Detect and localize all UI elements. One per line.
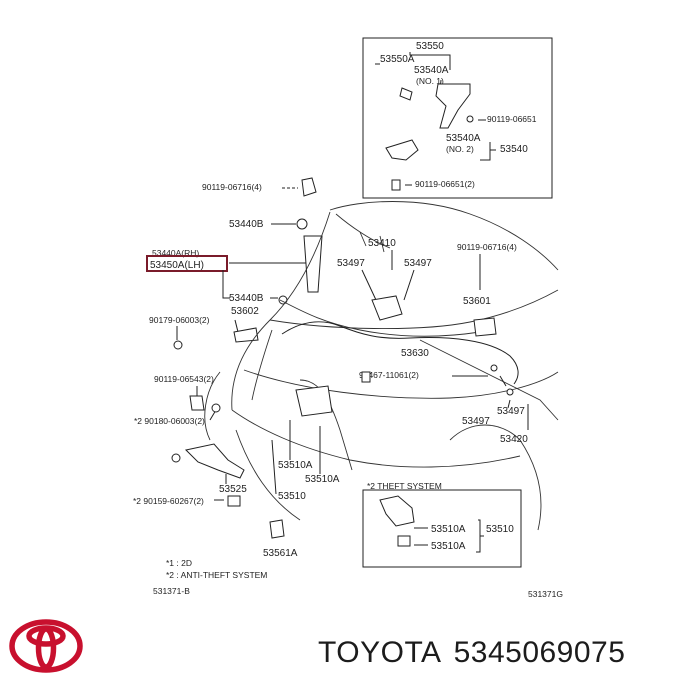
callout-label: 53525 <box>219 484 247 495</box>
brand-make: TOYOTA <box>318 636 442 669</box>
inset-label: 53510 <box>486 524 514 535</box>
inset-title: *2 THEFT SYSTEM <box>367 481 442 491</box>
inset-label: (NO. 2) <box>446 144 474 154</box>
diagram-code: 531371-B <box>153 586 190 596</box>
callout-label: 53440B <box>229 219 264 230</box>
inset-label: 90119-06651 <box>487 114 537 124</box>
callout-label: 53510 <box>278 491 306 502</box>
inset-label: 53540A <box>446 133 481 144</box>
inset-label: 90119-06651(2) <box>415 179 475 189</box>
callout-label: 53497 <box>462 416 490 427</box>
left-callouts: 90119-06716(4) 53440B 53440A(RH) 53450A(… <box>133 177 323 559</box>
inset-hood-lock-detail: 53550 53550A 53540A (NO. 1) 90119-06651 … <box>362 37 553 199</box>
callout-label: 53510A <box>278 460 313 471</box>
inset-label: 53510A <box>431 524 466 535</box>
callout-label: *2 90159-60267(2) <box>133 496 204 506</box>
inset-label: (NO. 1) <box>416 76 444 86</box>
callout-label: 90119-06543(2) <box>154 374 214 384</box>
toyota-logo <box>9 619 83 673</box>
note-line: *2 : ANTI-THEFT SYSTEM <box>166 570 267 580</box>
callout-label: 53497 <box>497 406 525 417</box>
callout-label: 53601 <box>463 296 491 307</box>
inset-label: 53540 <box>500 144 528 155</box>
right-callouts: 53410 53497 53497 90119-06716(4) 53601 5… <box>271 238 529 502</box>
callout-label: 90467-11061(2) <box>359 370 419 380</box>
inset-label: 53540A <box>414 65 449 76</box>
diagram-notes: *1 : 2D *2 : ANTI-THEFT SYSTEM 531371-B … <box>153 558 563 599</box>
callout-label: 53497 <box>404 258 432 269</box>
callout-label: 90119-06716(4) <box>202 182 262 192</box>
callout-label: 53420 <box>500 434 528 445</box>
inset-label: 53550 <box>416 41 444 52</box>
note-line: *1 : 2D <box>166 558 192 568</box>
callout-label: 90179-06003(2) <box>149 315 210 325</box>
callout-label: 90119-06716(4) <box>457 242 517 252</box>
callout-label: 53561A <box>263 548 298 559</box>
callout-label: 53410 <box>368 238 396 249</box>
callout-label: 53440B <box>229 293 264 304</box>
inset-label: 53550A <box>380 54 415 65</box>
callout-label: 53497 <box>337 258 365 269</box>
inset-label: 53510A <box>431 541 466 552</box>
brand-caption: TOYOTA 5345069075 <box>318 636 637 670</box>
callout-label: 53630 <box>401 348 429 359</box>
callout-label-highlighted: 53450A(LH) <box>150 260 204 271</box>
highlighted-part-box <box>146 255 228 272</box>
diagram-code: 531371G <box>528 589 563 599</box>
vehicle-body-outline <box>204 201 559 531</box>
inset-theft-system: *2 THEFT SYSTEM 53510A 53510 53510A <box>362 481 522 568</box>
callout-label: *2 90180-06003(2) <box>134 416 205 426</box>
callout-label: 53440A(RH) <box>152 248 199 258</box>
callout-label: 53602 <box>231 306 259 317</box>
part-number: 5345069075 <box>453 636 626 669</box>
callout-label: 53510A <box>305 474 340 485</box>
